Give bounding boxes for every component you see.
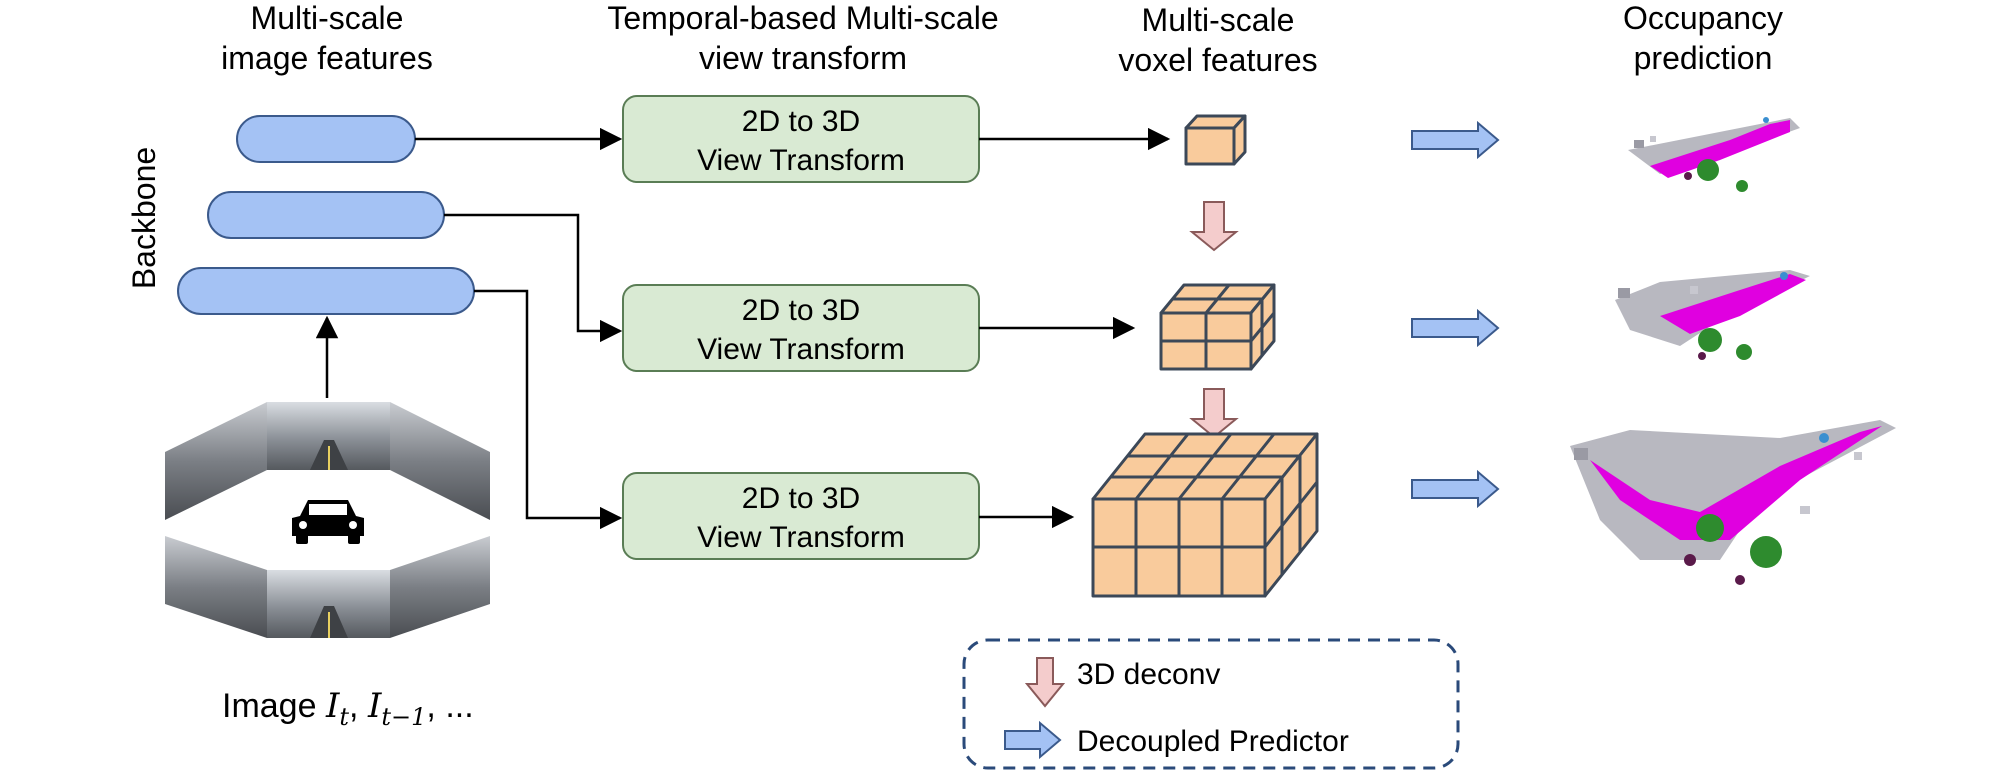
- deconv-arrow-2: [1189, 388, 1239, 439]
- image-caption-var1: I: [325, 686, 340, 726]
- legend-predictor-arrow-icon: [1004, 720, 1062, 760]
- view-transform-3-line2: View Transform: [697, 521, 905, 554]
- legend-predictor-label: Decoupled Predictor: [1077, 725, 1349, 758]
- view-transform-2-line1: 2D to 3D: [742, 294, 860, 327]
- legend-box: 3D deconv Decoupled Predictor: [962, 638, 1460, 770]
- car-icon: [292, 500, 364, 544]
- occupancy-prediction-small: [1628, 117, 1800, 192]
- voxel-cube-medium: [1159, 283, 1276, 371]
- image-caption-sub2: t−1: [381, 703, 426, 731]
- header-view-transform-line1: Temporal-based Multi-scale: [607, 0, 998, 36]
- image-feature-pill-small: [236, 115, 416, 163]
- view-transform-box-3: 2D to 3D View Transform: [622, 472, 980, 560]
- camera-front: [267, 402, 390, 470]
- surround-view-images: [165, 402, 490, 638]
- header-view-transform-line2: view transform: [699, 40, 907, 76]
- view-transform-2-line2: View Transform: [697, 333, 905, 366]
- header-occupancy-line1: Occupancy: [1623, 0, 1783, 36]
- header-occupancy-line2: prediction: [1634, 40, 1773, 76]
- view-transform-1-line1: 2D to 3D: [742, 105, 860, 138]
- image-feature-pill-medium: [207, 191, 445, 239]
- image-caption-sep: ,: [349, 687, 368, 725]
- view-transform-3-line1: 2D to 3D: [742, 482, 860, 515]
- predictor-arrow-3: [1411, 469, 1500, 509]
- header-voxel-features-line2: voxel features: [1118, 42, 1317, 78]
- legend-deconv-arrow-icon: [1024, 657, 1066, 708]
- voxel-cube-large: [1091, 432, 1319, 598]
- image-caption-sub1: t: [339, 703, 349, 731]
- header-image-features-line2: image features: [221, 40, 433, 76]
- camera-back-left: [165, 536, 267, 638]
- camera-back: [267, 570, 390, 638]
- header-voxel-features-line1: Multi-scale: [1142, 2, 1295, 38]
- image-caption-prefix: Image: [222, 687, 326, 725]
- arrow-feature-medium-to-vt2: [444, 213, 623, 343]
- view-transform-1-line2: View Transform: [697, 144, 905, 177]
- camera-front-left: [165, 402, 267, 520]
- view-transform-box-1: 2D to 3D View Transform: [622, 95, 980, 183]
- occupancy-prediction-large: [1570, 420, 1896, 585]
- backbone-label: Backbone: [126, 147, 162, 289]
- image-caption-var2: I: [367, 686, 382, 726]
- camera-back-right: [390, 536, 490, 638]
- view-transform-box-2: 2D to 3D View Transform: [622, 284, 980, 372]
- image-feature-pill-large: [177, 267, 475, 315]
- arrow-feature-large-to-vt3: [474, 289, 623, 530]
- legend-deconv-label: 3D deconv: [1077, 658, 1220, 691]
- predictor-arrow-2: [1411, 308, 1500, 348]
- camera-front-right: [390, 402, 490, 520]
- occupancy-prediction-medium: [1615, 270, 1810, 360]
- deconv-arrow-1: [1189, 201, 1239, 252]
- image-caption: Image It, It−1, ...: [222, 686, 474, 731]
- header-image-features-line1: Multi-scale: [251, 0, 404, 36]
- voxel-cube-small: [1184, 114, 1247, 166]
- predictor-arrow-1: [1411, 120, 1500, 160]
- image-caption-suffix: , ...: [426, 687, 473, 725]
